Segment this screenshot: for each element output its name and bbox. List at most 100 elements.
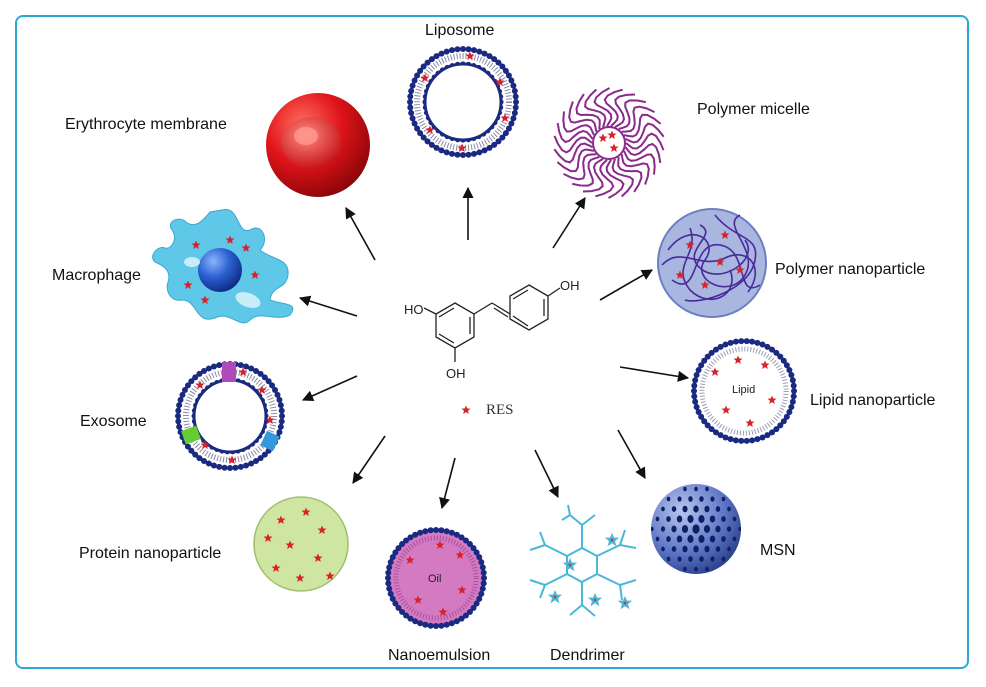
- membrane-dot: [508, 77, 515, 84]
- membrane-dot: [395, 604, 402, 611]
- membrane-dot: [210, 363, 217, 370]
- label-erythrocyte-membrane: Erythrocyte membrane: [65, 116, 227, 133]
- membrane-dot: [438, 147, 445, 154]
- membrane-dot: [216, 362, 223, 369]
- arrow-msn: [617, 429, 646, 479]
- membrane-dot: [414, 72, 421, 79]
- micelle-icon: [553, 87, 665, 199]
- membrane-dot: [502, 67, 509, 74]
- arrow-micelle: [552, 197, 586, 249]
- membrane-dot: [422, 528, 429, 535]
- micelle-arm: [595, 159, 615, 198]
- arrow-macrophage: [298, 295, 358, 317]
- pore: [671, 506, 677, 512]
- membrane-dot: [237, 362, 244, 369]
- membrane-dot: [481, 50, 488, 57]
- membrane-dot: [417, 130, 424, 137]
- pore: [683, 566, 687, 572]
- micelle-arm: [553, 142, 593, 164]
- pore: [676, 515, 683, 523]
- micelle-arm: [572, 156, 600, 187]
- membrane-dot: [513, 99, 519, 105]
- membrane-dot: [387, 590, 394, 597]
- membrane-dot: [438, 527, 445, 534]
- membrane-dot: [403, 537, 410, 544]
- micelle-arm: [556, 122, 594, 144]
- pore: [705, 566, 709, 572]
- pore: [721, 496, 726, 502]
- label-protein-nanoparticle: Protein nanoparticle: [79, 545, 222, 562]
- membrane-dot: [708, 426, 715, 433]
- membrane-dot: [773, 426, 780, 433]
- membrane-dot: [424, 59, 431, 66]
- membrane-dot: [788, 372, 795, 379]
- membrane-dot: [749, 437, 756, 444]
- membrane-dot: [486, 144, 493, 151]
- membrane-dot: [253, 458, 259, 465]
- membrane-dot: [471, 150, 478, 157]
- membrane-dot: [386, 564, 393, 571]
- membrane-dot: [411, 77, 418, 84]
- membrane-dot: [427, 622, 434, 629]
- membrane-dot: [175, 413, 181, 419]
- membrane-dot: [179, 391, 186, 398]
- membrane-dot: [788, 403, 795, 410]
- membrane-dot: [216, 463, 223, 470]
- pore: [704, 545, 710, 553]
- membrane-dot: [177, 396, 184, 403]
- membrane-dot: [205, 460, 212, 467]
- membrane-dot: [181, 387, 188, 393]
- micelle-arm: [624, 142, 662, 164]
- membrane-dot: [453, 618, 460, 625]
- protein-nanoparticle-icon: [253, 496, 349, 592]
- membrane-dot: [466, 541, 473, 548]
- membrane-dot: [385, 569, 392, 576]
- membrane-dot: [773, 349, 780, 356]
- membrane-dot: [780, 357, 787, 364]
- membrane-dot: [184, 443, 191, 450]
- pore: [710, 556, 715, 562]
- micelle-arm: [621, 105, 655, 133]
- micelle-arm: [575, 93, 601, 130]
- pore: [683, 486, 687, 492]
- membrane-dot: [269, 382, 276, 389]
- label-exosome: Exosome: [80, 413, 147, 430]
- membrane-dot: [480, 580, 487, 587]
- membrane-dot: [386, 585, 393, 592]
- membrane-dot: [717, 343, 724, 350]
- membrane-dot: [780, 418, 787, 425]
- membrane-dot: [221, 464, 228, 471]
- pore: [655, 516, 660, 522]
- membrane-dot: [433, 53, 440, 60]
- membrane-dot: [448, 150, 455, 157]
- label-msn: MSN: [760, 542, 796, 559]
- oh-label-right: OH: [560, 278, 580, 293]
- pore: [687, 515, 694, 523]
- membrane-dot: [205, 365, 212, 372]
- membrane-dot: [257, 455, 264, 462]
- oh-label-left: HO: [404, 302, 424, 317]
- membrane-dot: [420, 63, 427, 70]
- membrane-dot: [196, 455, 203, 462]
- membrane-dot: [512, 104, 519, 111]
- membrane-dot: [465, 151, 472, 158]
- membrane-dot: [458, 534, 465, 541]
- label-nanoemulsion: Nanoemulsion: [388, 647, 491, 664]
- membrane-dot: [201, 367, 207, 374]
- membrane-dot: [210, 462, 217, 469]
- membrane-dot: [695, 367, 702, 374]
- membrane-dot: [424, 138, 431, 145]
- membrane-dot: [454, 151, 461, 158]
- membrane-dot: [274, 391, 281, 398]
- pore: [699, 496, 704, 502]
- membrane-dot: [462, 537, 469, 544]
- pore: [676, 535, 683, 543]
- membrane-dot: [722, 434, 729, 441]
- dendrimer-icon: [529, 504, 637, 617]
- membrane-dot: [479, 585, 486, 592]
- membrane-dot: [433, 623, 439, 629]
- membrane-dot: [691, 393, 698, 400]
- pore: [677, 496, 682, 502]
- membrane-dot: [417, 620, 424, 627]
- membrane-dot: [511, 110, 518, 117]
